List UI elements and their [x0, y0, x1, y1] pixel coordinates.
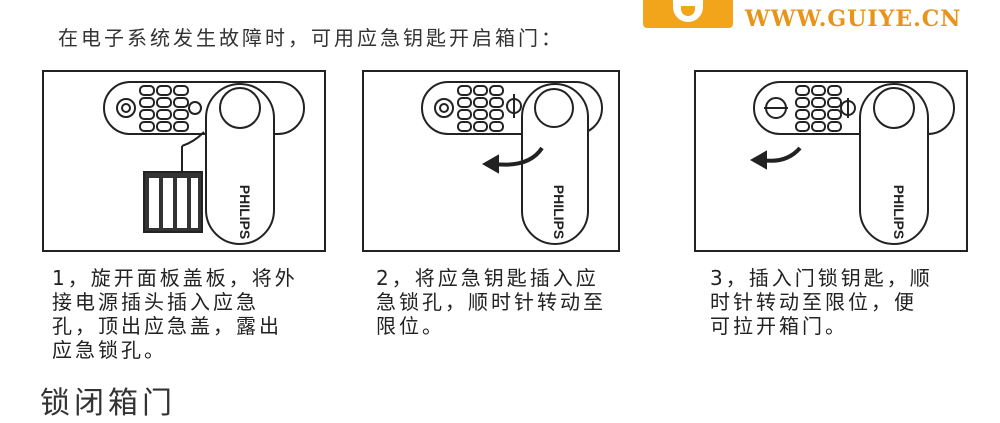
illustration-panel-3: PHILIPS: [694, 70, 968, 252]
brand-label-2: PHILIPS: [551, 185, 567, 239]
safe-lock-illustration-1: PHILIPS: [103, 81, 305, 245]
key-icon: [764, 97, 788, 119]
keypad-icon: [457, 85, 504, 132]
step-3-text: 3，插入门锁钥匙，顺 时针转动至限位，便 可拉开箱门。: [710, 266, 933, 338]
site-logo: [643, 0, 733, 28]
intro-text: 在电子系统发生故障时，可用应急钥匙开启箱门：: [58, 26, 564, 50]
arrow-icon: [493, 146, 544, 167]
section-heading: 锁闭箱门: [40, 386, 176, 421]
lock-cylinder-icon: [840, 98, 856, 118]
keypad-icon: [795, 85, 842, 132]
step-1-text: 1，旋开面板盖板，将外 接电源插头插入应急 孔，顶出应急盖，露出 应急锁孔。: [52, 266, 298, 362]
site-url: WWW.GUIYE.CN: [745, 6, 962, 32]
brand-label-1: PHILIPS: [237, 185, 253, 239]
illustration-panel-1: PHILIPS: [42, 70, 326, 252]
illustration-panel-2: PHILIPS: [362, 70, 620, 252]
key-icon: [506, 94, 522, 118]
step-2-text: 2，将应急钥匙插入应 急锁孔，顺时针转动至 限位。: [376, 266, 606, 338]
logo-mark-icon: [673, 0, 703, 22]
arrow-icon: [761, 146, 802, 163]
brand-label-3: PHILIPS: [891, 185, 907, 239]
keypad-icon: [139, 85, 189, 132]
battery-pack-icon: [143, 171, 203, 233]
safe-lock-illustration-2: PHILIPS: [421, 81, 603, 245]
safe-lock-illustration-3: PHILIPS: [749, 81, 955, 245]
